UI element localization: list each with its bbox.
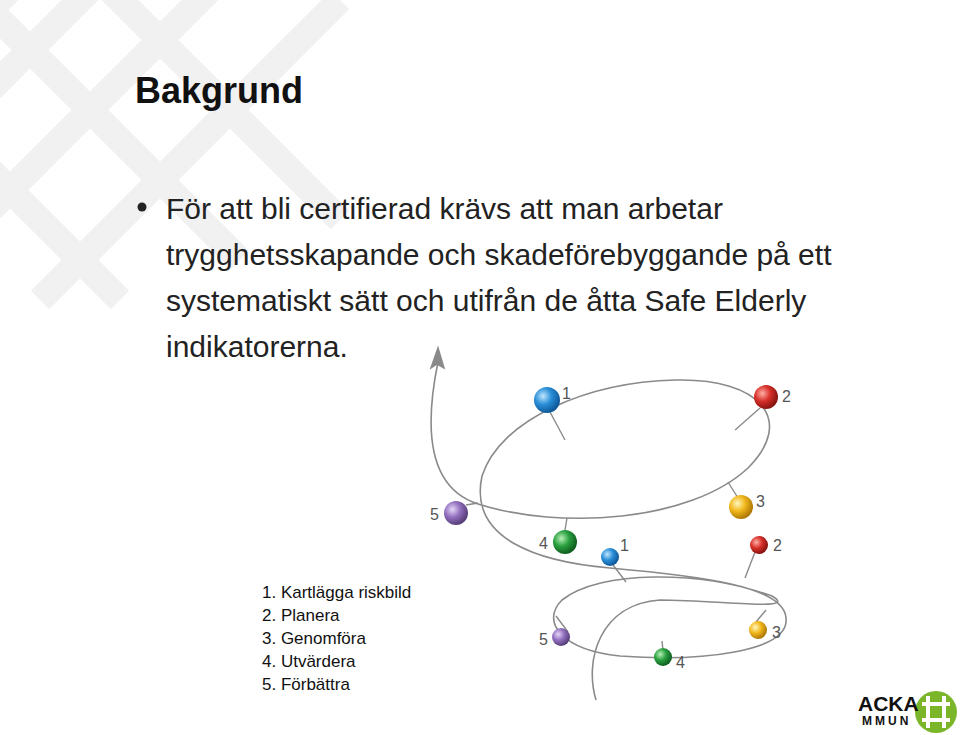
step-item: 2. Planera — [262, 606, 340, 626]
callout-number: 1 — [620, 536, 629, 555]
callout-number: 4 — [676, 653, 685, 672]
step-item: 4. Utvärdera — [262, 652, 356, 672]
callout-number: 2 — [773, 536, 782, 555]
callout-number: 5 — [430, 505, 439, 524]
callout-number: 1 — [562, 384, 571, 403]
callout-number: 3 — [772, 623, 781, 642]
callout-number: 3 — [756, 492, 765, 511]
callout-number: 5 — [539, 630, 548, 649]
step-item: 5. Förbättra — [262, 675, 350, 695]
bullet-dot — [138, 203, 147, 212]
step-item: 1. Kartlägga riskbild — [262, 583, 411, 603]
callout-number: 4 — [539, 534, 548, 553]
ball-stems — [466, 408, 766, 650]
process-balls — [444, 385, 778, 666]
logo-emblem — [915, 691, 957, 733]
spiral-arrowhead — [431, 348, 444, 368]
step-item: 3. Genomföra — [262, 629, 366, 649]
logo-text: MMUN — [862, 714, 911, 728]
logo-text: ACKA — [858, 691, 919, 716]
callout-number: 2 — [782, 387, 791, 406]
bullet-text: För att bli certifierad krävs att man ar… — [166, 186, 956, 370]
slide-title: Bakgrund — [135, 70, 303, 112]
spiral — [431, 362, 786, 700]
